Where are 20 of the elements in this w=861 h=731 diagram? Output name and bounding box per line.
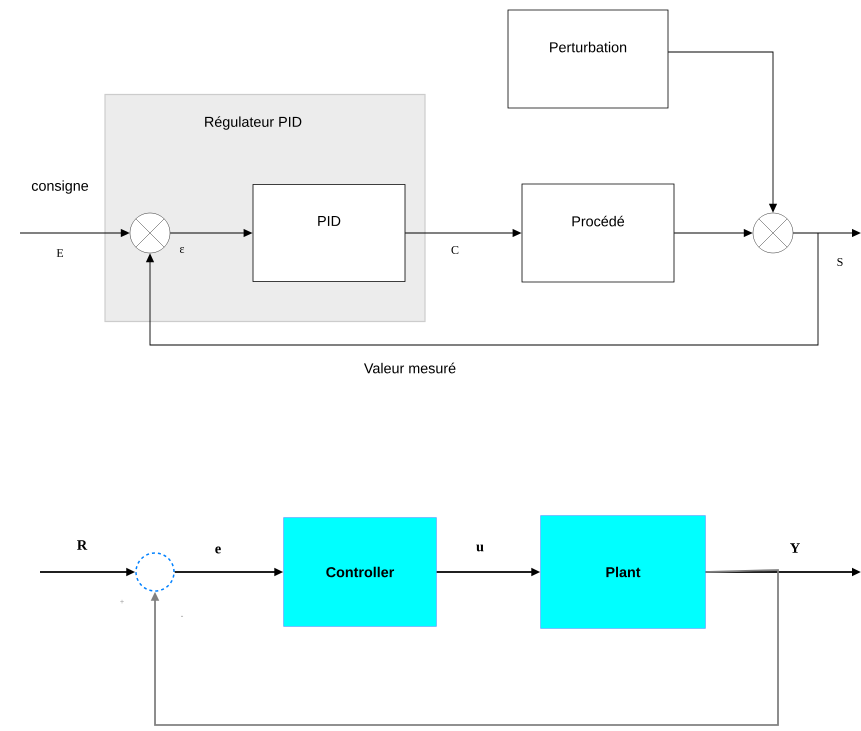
signal-label: consigne [32,180,88,194]
edge-label: ε [180,247,184,253]
process-box: Perturbation [508,10,668,108]
process-box: Procédé [522,184,674,282]
summing-junction [135,552,175,592]
edge-label: u [476,544,484,552]
process-box: Controller [283,517,437,627]
arrow [150,569,779,726]
edge-label: R [77,540,88,550]
edge-label: S [837,258,843,266]
arrow [146,232,818,346]
summing-junction [752,212,794,254]
summing-junction [130,212,170,254]
edge-label: Y [790,543,800,553]
process-box: PID [252,184,406,282]
edge-label: E [56,249,64,257]
edge-label: C [452,246,458,254]
edge-label: e [215,546,221,554]
process-box: Plant [540,515,706,629]
edge-label: Valeur mesuré [364,362,456,374]
